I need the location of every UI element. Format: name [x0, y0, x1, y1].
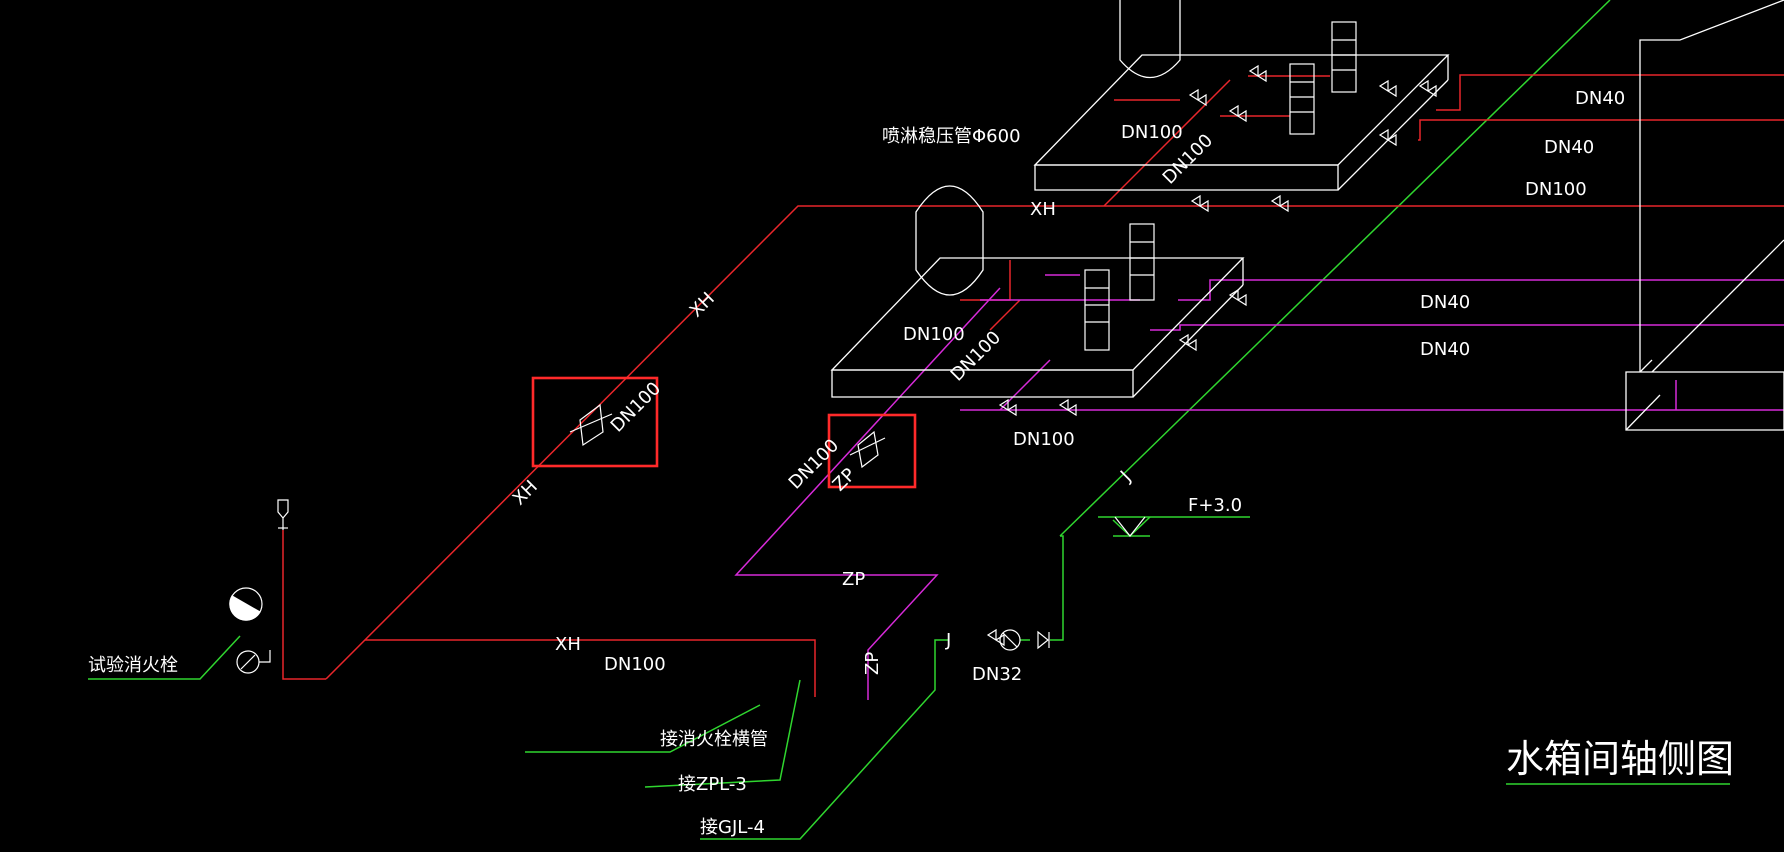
valves — [986, 64, 1437, 651]
zp-label-vert: ZP — [862, 652, 883, 675]
connect-gjl-label: 接GJL-4 — [700, 817, 765, 838]
highlight-box-zp-dn100 — [827, 413, 917, 489]
highlight-boxes — [531, 376, 917, 489]
dn100-lower-tank: DN100 — [903, 324, 965, 345]
test-hydrant-label: 试验消火栓 — [88, 655, 178, 676]
dn40-mid-2: DN40 — [1420, 339, 1470, 360]
water-supply-pipes — [88, 0, 1730, 840]
dn40-top-1: DN40 — [1575, 88, 1625, 109]
upper-tank-platform — [1033, 0, 1450, 191]
text-labels: 喷淋稳压管Φ600 XH XH XH XH DN100 DN100 ZP ZP … — [88, 88, 1734, 838]
j-label-diag: J — [1116, 467, 1135, 486]
dn100-upper-tank: DN100 — [1121, 122, 1183, 143]
elevation-marker — [1114, 516, 1146, 537]
pressure-tank — [915, 185, 984, 296]
fire-hydrant-pipes — [282, 74, 1784, 697]
connect-zpl-label: 接ZPL-3 — [678, 774, 747, 795]
j-label-horiz: J — [945, 630, 951, 651]
dn40-top-2: DN40 — [1544, 137, 1594, 158]
diagram-title: 水箱间轴侧图 — [1506, 737, 1734, 781]
dn32-label: DN32 — [972, 664, 1022, 685]
dn100-horiz: DN100 — [604, 654, 666, 675]
reducer-symbols — [569, 403, 886, 469]
xh-label-diag: XH — [686, 288, 719, 321]
sprinkler-tank-label: 喷淋稳压管Φ600 — [882, 126, 1021, 147]
dn100-right: DN100 — [1525, 179, 1587, 200]
dn40-mid-1: DN40 — [1420, 292, 1470, 313]
highlight-box-xh-dn100 — [531, 376, 659, 468]
test-hydrant-equipment — [229, 499, 289, 674]
zp-label-horiz: ZP — [842, 569, 865, 590]
connect-hydrant-main-label: 接消火栓横管 — [660, 729, 768, 750]
sprinkler-pipes — [734, 274, 1784, 700]
xh-label-top: XH — [1030, 199, 1056, 220]
xh-label-lower-diag: XH — [509, 476, 542, 509]
xh-label-horiz: XH — [555, 634, 581, 655]
pumps — [1084, 21, 1357, 351]
elevation-label: F+3.0 — [1188, 495, 1242, 516]
lower-tank-platform — [830, 257, 1245, 398]
dn100-valve: DN100 — [1013, 429, 1075, 450]
water-tank-right — [1625, 0, 1784, 431]
